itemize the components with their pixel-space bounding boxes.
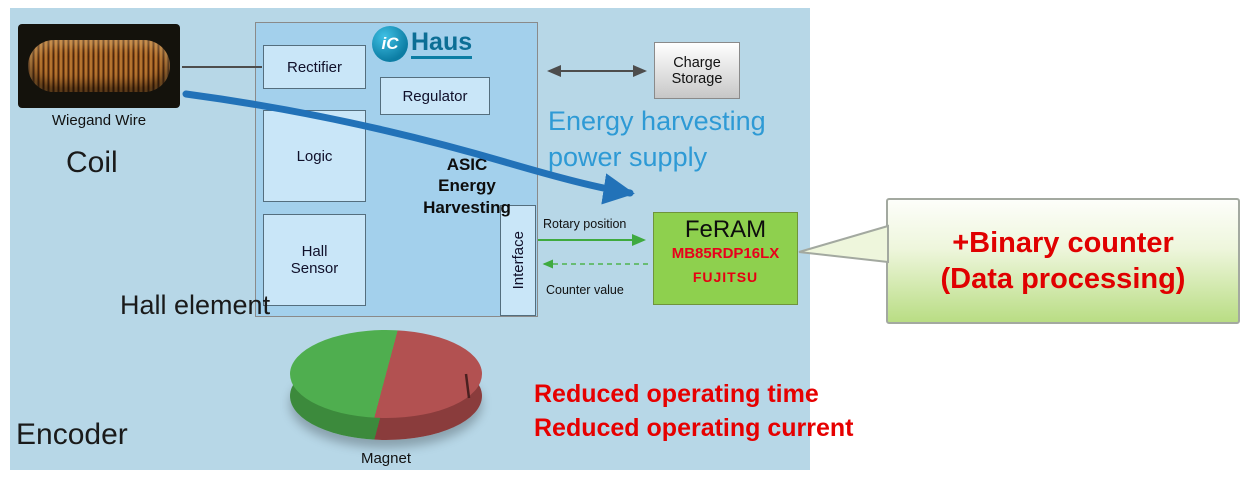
energy-harvesting-caption: Energy harvesting power supply	[548, 104, 766, 175]
wiegand-wire-caption: Wiegand Wire	[51, 112, 147, 129]
callout-line2: (Data processing)	[940, 263, 1186, 295]
fujitsu-logo: FUJITSU	[692, 269, 759, 285]
benefit-notes: Reduced operating time Reduced operating…	[534, 378, 854, 446]
encoder-label: Encoder	[16, 418, 128, 451]
coil-winding-graphic	[28, 40, 170, 92]
ic-haus-logo-text: Haus	[411, 28, 473, 60]
energy-caption-line2: power supply	[548, 141, 708, 172]
counter-value-label: Counter value	[546, 283, 624, 297]
logic-block: Logic	[263, 110, 366, 202]
binary-counter-callout: +Binary counter (Data processing)	[886, 198, 1240, 324]
asic-title: ASIC Energy Harvesting	[423, 155, 511, 217]
hall-sensor-block: Hall Sensor	[263, 214, 366, 306]
regulator-block: Regulator	[380, 77, 490, 115]
interface-block: Interface	[500, 205, 536, 316]
magnet-label: Magnet	[360, 450, 412, 467]
magnet-pie-top	[290, 330, 482, 418]
callout-tail	[798, 224, 889, 264]
feram-part-number: MB85RDP16LX	[671, 245, 780, 262]
magnet-pie	[290, 330, 482, 450]
interface-label: Interface	[509, 231, 527, 290]
benefit-note-line2: Reduced operating current	[534, 413, 854, 442]
energy-caption-line1: Energy harvesting	[548, 106, 766, 136]
feram-block: FeRAM MB85RDP16LX FUJITSU	[653, 212, 798, 305]
callout-line1: +Binary counter	[952, 226, 1174, 259]
ic-haus-logo: iC Haus	[372, 26, 473, 62]
wiegand-wire-photo	[18, 24, 180, 108]
coil-label: Coil	[66, 146, 118, 179]
ic-haus-logo-icon: iC	[372, 26, 408, 62]
hall-element-label: Hall element	[120, 290, 271, 320]
charge-storage-block: Charge Storage	[654, 42, 740, 99]
rotary-position-label: Rotary position	[543, 217, 627, 231]
feram-name: FeRAM	[684, 216, 767, 243]
rectifier-block: Rectifier	[263, 45, 366, 89]
benefit-note-line1: Reduced operating time	[534, 380, 819, 408]
